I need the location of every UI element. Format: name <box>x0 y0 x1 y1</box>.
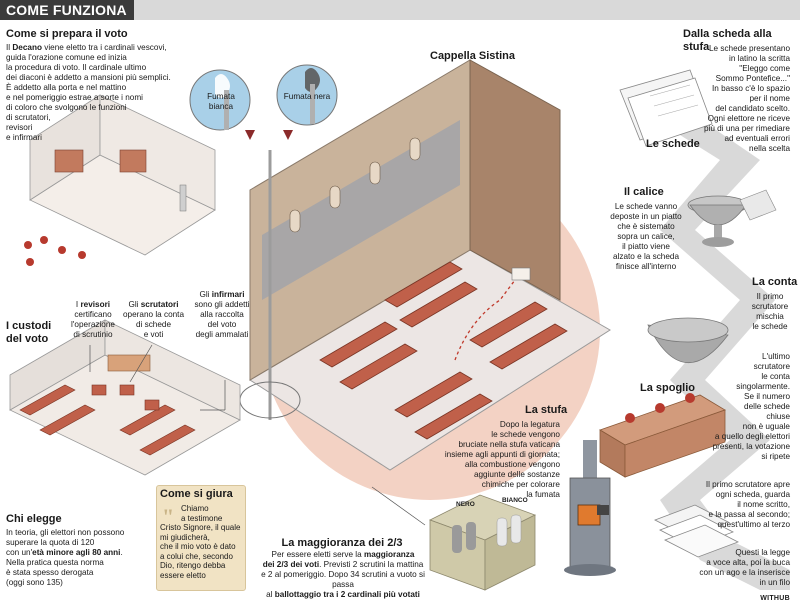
count-text: Il primo scrutatore mischia le schede <box>751 292 789 331</box>
black-smoke-text: Fumata nera <box>283 92 331 101</box>
open-ballot-text: Il primo scrutatore apre ogni scheda, gu… <box>705 480 790 529</box>
page-title: COME FUNZIONA <box>6 2 127 18</box>
procession-path <box>454 279 516 361</box>
chapel-title: Cappella Sistina <box>430 50 515 62</box>
white-smoke-label: Fumata bianca <box>196 92 246 112</box>
header-bar <box>0 0 134 20</box>
custodi-connectors <box>89 344 226 411</box>
oath-text-cont: Cristo Signore, il quale mi giudicherà, … <box>160 523 241 580</box>
majority-text: Per essere eletti serve la maggioranza d… <box>261 550 425 599</box>
prepare-line: di coloro che svolgono le funzioni <box>6 103 127 112</box>
prepare-room-illustration <box>24 94 216 266</box>
chalice-illustration <box>687 189 777 247</box>
white-smoke-text: Fumata bianca <box>207 92 235 111</box>
count-title: La conta <box>752 276 798 288</box>
white-smoke-chimney <box>224 90 229 130</box>
oath-scroll <box>156 485 246 591</box>
counting-bowl <box>647 317 729 363</box>
chalice-title: Il calice <box>624 186 664 198</box>
prepare-line: revisori <box>6 123 33 132</box>
chapel-windows <box>289 137 421 233</box>
white-smoke-circle <box>189 69 251 131</box>
stove-text: Dopo la legatura le schede vengono bruci… <box>444 420 560 499</box>
infirmari-text: Gli infirmari sono gli addetti alla racc… <box>194 290 250 339</box>
custodi-title-line-1: I custodi <box>6 320 52 332</box>
oath-title: Come si giura <box>160 488 233 500</box>
pointer-right <box>283 130 293 140</box>
card-box <box>428 494 537 591</box>
majority-title: La maggioranza dei 2/3 <box>281 537 403 549</box>
prepare-line: guida l'orazione comune ed inizia <box>6 53 127 62</box>
black-smoke-label: Fumata nera <box>282 92 332 102</box>
black-smoke-chimney <box>310 84 315 124</box>
counting-table <box>599 393 726 478</box>
prepare-line: di scrutatori, <box>6 113 51 122</box>
stufa-connector <box>371 486 426 526</box>
prepare-line: e infirmari <box>6 133 42 142</box>
scrutiny-title: La spoglio <box>640 382 695 394</box>
credit: WITHUB <box>760 595 790 602</box>
prepare-title: Come si prepara il voto <box>6 28 128 40</box>
prepare-line: la procedura di voto. Il cardinale ultim… <box>6 63 147 72</box>
ballot-flow-text: Le schede presentano in latino la scritt… <box>703 44 790 153</box>
prepare-line: e nel pomeriggio estrae a sorte i nomi <box>6 93 143 102</box>
quote-icon: " <box>162 504 175 529</box>
custodi-title: I custodi del voto <box>6 320 51 346</box>
box-label-white: BIANCO <box>502 497 528 504</box>
ballot-papers <box>619 69 713 147</box>
scrutiny-text: L'ultimo scrutatore le conta singolarmen… <box>712 352 790 461</box>
elegge-title: Chi elegge <box>6 513 62 525</box>
black-smoke-circle <box>276 64 338 126</box>
header: COME FUNZIONA <box>0 0 800 20</box>
pointer-left <box>245 130 255 140</box>
ballot-flow-title: Dalla scheda alla stufa <box>683 28 772 53</box>
prepare-text: Il Decano viene eletto tra i cardinali v… <box>6 43 196 143</box>
custodi-room-illustration <box>9 319 241 476</box>
chalice-text: Le schede vanno deposte in un piatto che… <box>610 202 682 271</box>
elegge-text: In teoria, gli elettori non possono supe… <box>6 528 125 587</box>
chapel-back-wall <box>469 59 561 301</box>
prepare-line: Il Decano viene eletto tra i cardinali v… <box>6 43 167 52</box>
custodi-title-line-2: del voto <box>6 333 49 345</box>
threaded-ballots <box>654 504 739 558</box>
cardinal-tables <box>319 261 568 440</box>
altar <box>511 267 531 281</box>
prepare-line: dei diaconi è addetto a mansioni più sem… <box>6 73 171 82</box>
ballots-label: Le schede <box>646 138 700 150</box>
box-label-black: NERO <box>456 501 475 508</box>
header-rule <box>134 0 800 20</box>
black-smoke-icon <box>305 68 320 92</box>
prepare-line: È addetto alla porta e nel mattino <box>6 83 127 92</box>
scrutatori-text: Gli scrutatori operano la conta di sched… <box>123 300 184 339</box>
read-ballot-text: Questi la legge a voce alta, poi la buca… <box>699 548 790 587</box>
fresco-band <box>262 120 460 300</box>
stove-title: La stufa <box>525 404 568 416</box>
stove-illustration <box>564 440 616 576</box>
oath-text: Chiamo a testimone <box>181 504 223 523</box>
revisori-text: I revisori certificano l'operazione di s… <box>71 300 115 339</box>
